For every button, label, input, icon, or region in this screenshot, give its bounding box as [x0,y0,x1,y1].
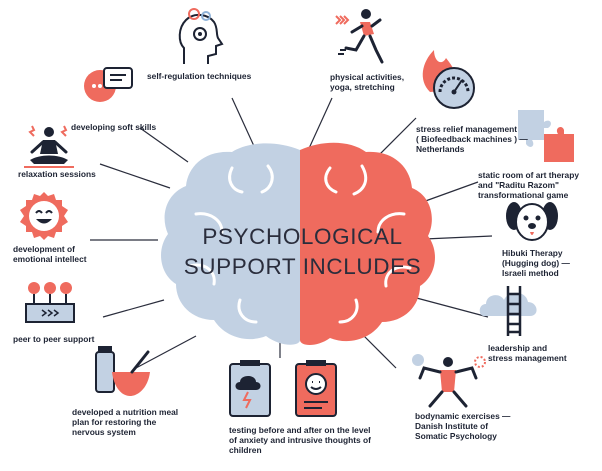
label-stress-relief-line1: stress relief management [416,124,518,134]
label-nutrition-line1: developed a nutrition meal [72,407,179,417]
label-nutrition-line2: plan for restoring the [72,417,157,427]
dog-icon [506,202,558,241]
label-emotional-line2: emotional intellect [13,254,87,264]
label-testing-line2: of anxiety and intrusive thoughts of [229,435,371,445]
label-bodynamic-line1: bodynamic exercises — [415,411,511,421]
label-testing: testing before and after on the level of… [229,425,371,455]
label-stress-relief-line2: ( Biofeedback machines ) — [416,134,528,144]
running-person-icon [335,9,384,64]
label-bodynamic-line3: Somatic Psychology [415,431,497,441]
stretching-person-icon [412,354,486,408]
label-peer: peer to peer support [13,334,95,344]
label-hibuki-line1: Hibuki Therapy [502,248,563,258]
label-soft-skills: developing soft skills [71,122,157,132]
label-leadership-line1: leadership and [488,343,548,353]
label-bodynamic: bodynamic exercises — Danish Institute o… [415,411,510,441]
label-hibuki: Hibuki Therapy (Hugging dog) — Israeli m… [502,248,570,278]
ladder-cloud-icon [479,286,537,336]
label-art-therapy-line2: and "Raditu Razom" [478,180,559,190]
right-brain-shape [300,142,435,345]
label-emotional: development of emotional intellect [13,244,87,264]
label-testing-line3: children [229,445,262,455]
label-art-therapy-line3: transformational game [478,190,569,200]
label-self-regulation: self-regulation techniques [147,71,252,81]
label-relaxation: relaxation sessions [18,169,96,179]
left-brain-shape [161,143,300,345]
label-leadership: leadership and stress management [488,343,567,363]
center-title: PSYCHOLOGICAL SUPPORT INCLUDES [150,222,455,282]
label-art-therapy-line1: static room of art therapy [478,170,579,180]
label-testing-line1: testing before and after on the level [229,425,371,435]
label-leadership-line2: stress management [488,353,567,363]
label-bodynamic-line2: Danish Institute of [415,421,489,431]
label-physical: physical activities, yoga, stretching [330,72,404,92]
speech-bubbles-icon [84,67,133,102]
label-art-therapy: static room of art therapy and "Raditu R… [478,170,579,200]
label-hibuki-line2: (Hugging dog) — [502,258,570,268]
meditation-icon [24,125,74,168]
meal-bowl-icon [95,346,150,396]
test-clipboards-icon [229,360,337,417]
puzzle-icon [518,110,574,162]
center-title-line2: SUPPORT INCLUDES [183,254,422,279]
label-physical-line2: yoga, stretching [330,82,395,92]
label-nutrition-line3: nervous system [72,427,136,437]
head-gears-icon [178,8,224,64]
label-hibuki-line3: Israeli method [502,268,559,278]
label-stress-relief: stress relief management ( Biofeedback m… [416,124,528,154]
center-title-line1: PSYCHOLOGICAL [202,224,403,249]
label-nutrition: developed a nutrition meal plan for rest… [72,407,178,437]
label-emotional-line1: development of [13,244,75,254]
biofeedback-gauge-icon [422,50,475,109]
label-stress-relief-line3: Netherlands [416,144,465,154]
smiley-icon [20,192,68,240]
label-physical-line1: physical activities, [330,72,405,82]
flowers-box-icon [25,282,75,323]
